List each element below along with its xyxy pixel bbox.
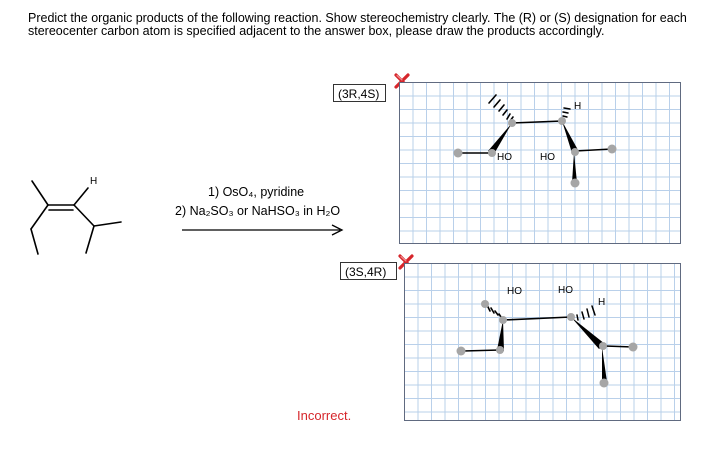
answer-drawing-canvas-1[interactable]: HO HO H [399,82,681,244]
answer-structure-1: HO HO H [453,94,617,188]
h-label: H [598,297,605,308]
ho-label-left: HO [497,152,512,163]
reaction-arrow [182,224,344,236]
question-text: Predict the organic products of the foll… [28,11,687,38]
answer-structure-2: HO HO H [456,285,638,388]
h-label: H [574,101,581,112]
ho-label-right: HO [540,152,555,163]
answer-drawing-canvas-2[interactable]: HO HO H [404,263,681,421]
reagent-step-2: 2) Na₂SO₃ or NaHSO₃ in H₂O [175,204,341,218]
designation-label-1: (3R,4S) [333,84,386,102]
reagent-step-1: 1) OsO₄, pyridine [208,185,305,199]
reagent-conditions: 1) OsO₄, pyridine 2) Na₂SO₃ or NaHSO₃ in… [175,183,365,221]
ho-label-left: HO [507,286,522,297]
reactant-structure: H [30,176,122,255]
ho-label-right: HO [558,285,573,296]
feedback-message: Incorrect. [297,408,352,423]
reactant-h-label: H [90,176,97,187]
designation-label-2: (3S,4R) [340,262,397,280]
